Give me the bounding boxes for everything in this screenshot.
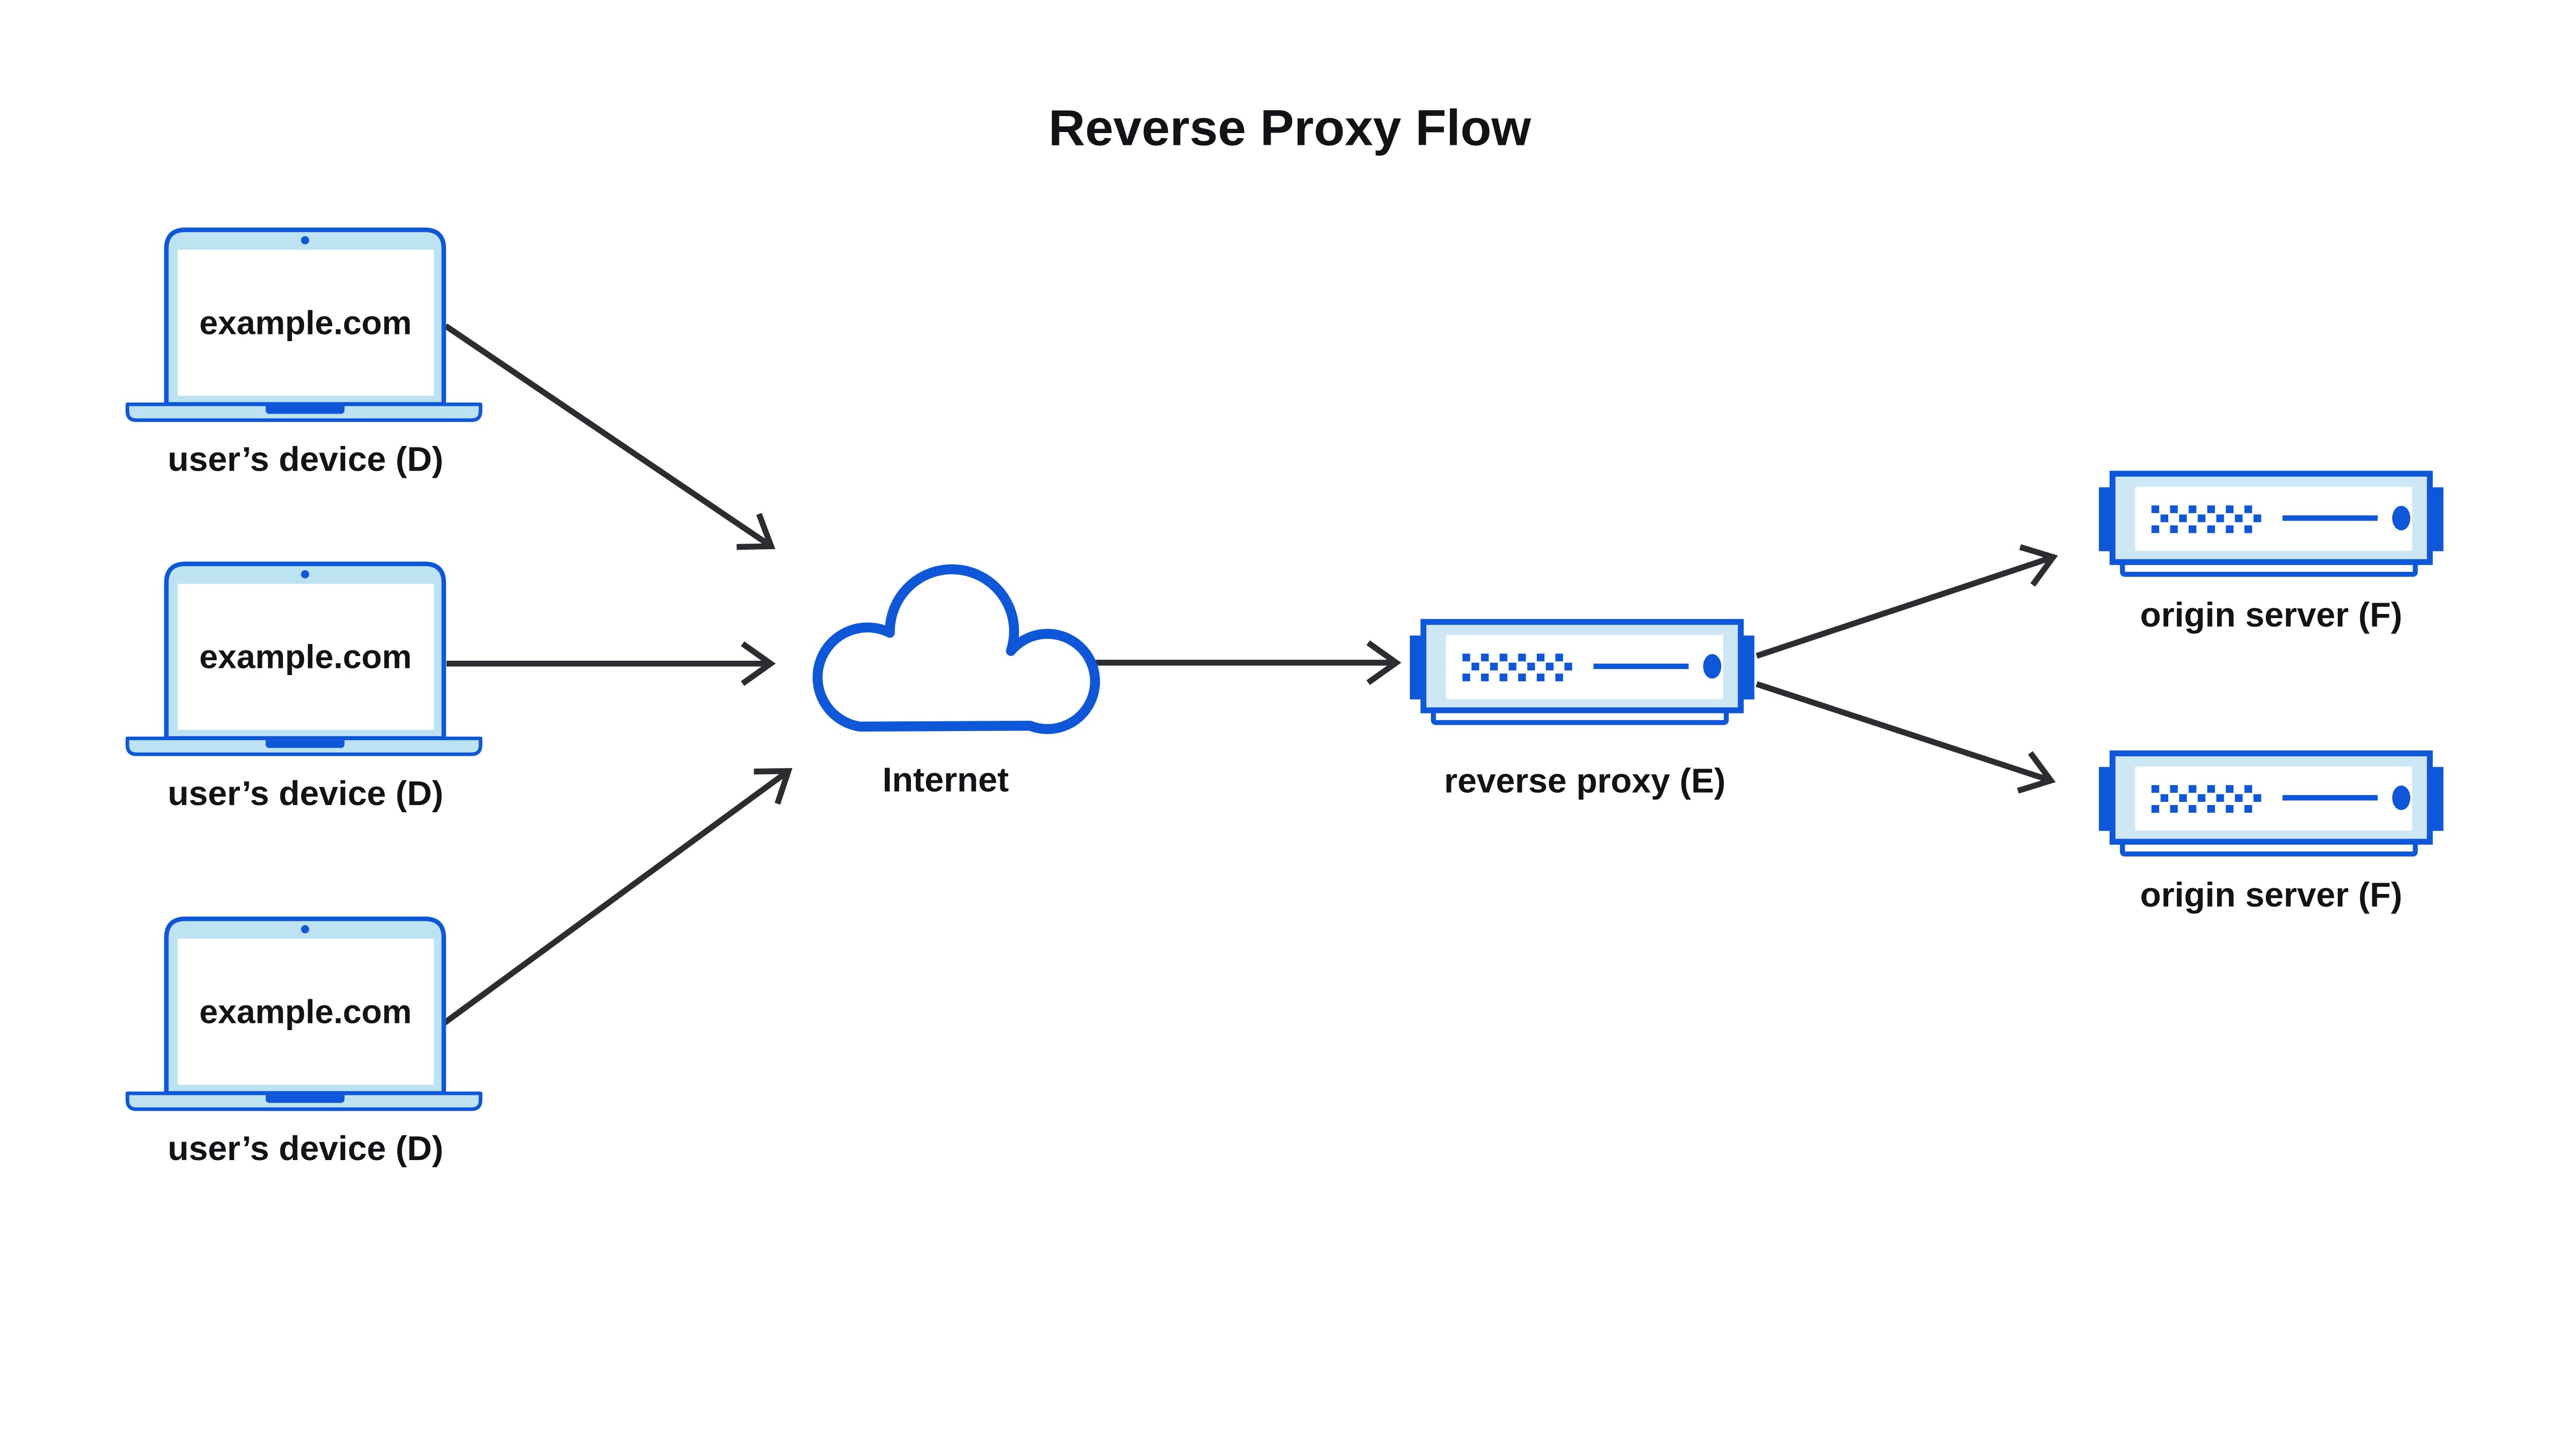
reverse-proxy-label: reverse proxy (E)	[1444, 761, 1726, 800]
node-user-device-3: example.com user’s device (D)	[127, 919, 480, 1168]
arrow-proxy-to-origin2	[1756, 681, 2056, 794]
device-label: user’s device (D)	[167, 1129, 443, 1168]
device-screen-url: example.com	[199, 638, 412, 676]
internet-label: Internet	[883, 760, 1009, 799]
arrow-device1-to-internet	[444, 323, 776, 550]
server-icon	[2099, 753, 2444, 854]
diagram-title: Reverse Proxy Flow	[1049, 99, 1532, 156]
origin-server-label: origin server (F)	[2140, 595, 2402, 634]
server-icon	[2099, 474, 2444, 574]
diagram-canvas: Reverse Proxy Flow example.com user’s de…	[125, 99, 2447, 1168]
reverse-proxy-flow-diagram: Reverse Proxy Flow example.com user’s de…	[125, 99, 2447, 1168]
arrows	[439, 323, 2058, 1028]
node-user-device-2: example.com user’s device (D)	[127, 564, 480, 813]
node-origin-server-1: origin server (F)	[2099, 474, 2444, 634]
arrow-device3-to-internet	[439, 768, 793, 1028]
node-user-device-1: example.com user’s device (D)	[127, 230, 480, 479]
origin-server-label: origin server (F)	[2140, 876, 2402, 914]
device-screen-url: example.com	[199, 993, 412, 1030]
node-reverse-proxy: reverse proxy (E)	[1410, 622, 1755, 800]
device-label: user’s device (D)	[167, 774, 443, 813]
device-label: user’s device (D)	[167, 440, 443, 479]
arrow-proxy-to-origin1	[1756, 544, 2058, 659]
node-origin-server-2: origin server (F)	[2099, 753, 2444, 914]
device-screen-url: example.com	[199, 304, 412, 341]
cloud-icon	[812, 564, 1100, 734]
node-internet: Internet	[812, 564, 1100, 799]
server-icon	[1410, 622, 1755, 723]
